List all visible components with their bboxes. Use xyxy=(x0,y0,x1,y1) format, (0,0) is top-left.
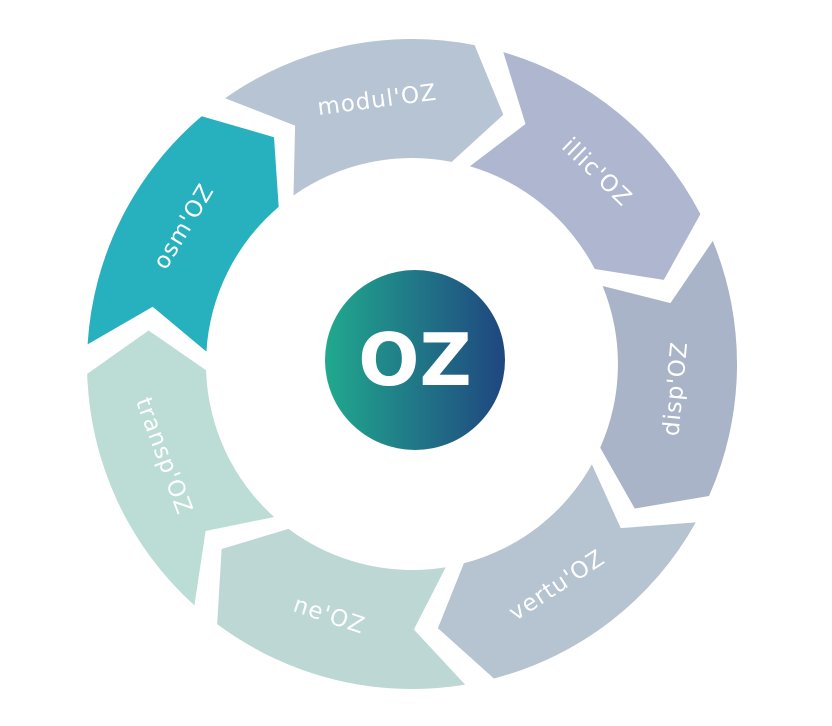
cycle-segment xyxy=(437,464,696,679)
cycle-segment xyxy=(225,39,504,196)
cycle-segment xyxy=(469,52,701,280)
cycle-segment xyxy=(600,240,738,509)
center-logo-text: OZ xyxy=(358,318,471,402)
cycle-segment xyxy=(87,116,279,352)
cycle-segment xyxy=(87,330,275,606)
center-logo-circle xyxy=(325,270,505,450)
cycle-segment xyxy=(217,528,466,689)
center-logo: OZ xyxy=(325,270,505,450)
cycle-segments xyxy=(87,39,738,689)
